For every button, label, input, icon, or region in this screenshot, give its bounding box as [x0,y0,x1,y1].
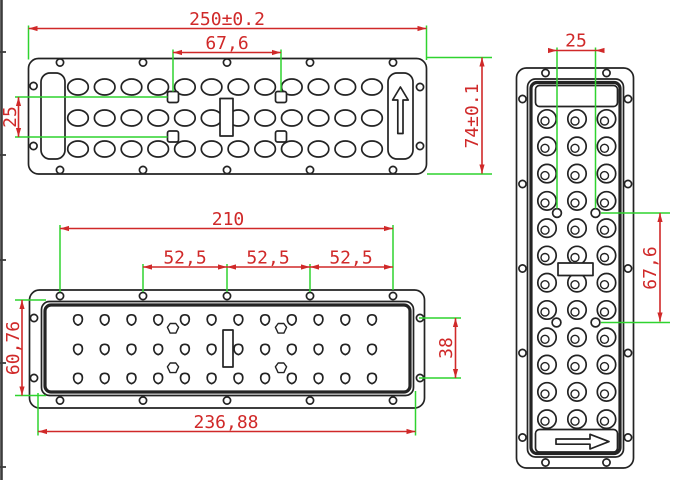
dim-top-overall-height: 74±0.1 [462,83,483,148]
extension-lines [15,25,670,436]
orientation-arrow-up-icon [391,86,410,135]
dim-front-mount-span: 210 [212,209,245,230]
dim-front-base-height: 60,76 [3,321,24,375]
dim-top-overall-width: 250±0.2 [189,9,265,30]
dim-front-base-width: 236,88 [193,412,258,433]
dim-front-side-hole-span: 38 [436,337,457,359]
dim-side-hole-span: 67,6 [640,246,661,289]
dim-front-pitch-1: 52,5 [163,248,206,269]
dim-side-hole-gap: 25 [565,31,587,52]
sheet-frame [0,0,6,480]
orientation-arrow-right-icon [555,433,610,450]
dim-top-hole-gap: 25 [0,106,21,128]
dim-front-pitch-3: 52,5 [329,248,372,269]
top-view-center-slot [219,97,234,137]
dimension-labels: 250±0.2 67,6 25 74±0.1 210 52,5 52,5 52,… [0,9,661,433]
dim-top-hole-span: 67,6 [205,33,248,54]
dimension-lines [17,27,661,433]
side-view-center-slot [557,262,594,277]
top-view-connector-recess [40,72,66,160]
top-view-arrow-recess [387,72,414,160]
top-view [27,57,428,175]
side-view [515,67,635,469]
front-view-center-slot [222,329,234,368]
side-view-connector-recess [534,84,619,108]
dim-front-pitch-2: 52,5 [246,248,289,269]
front-view [28,289,426,409]
